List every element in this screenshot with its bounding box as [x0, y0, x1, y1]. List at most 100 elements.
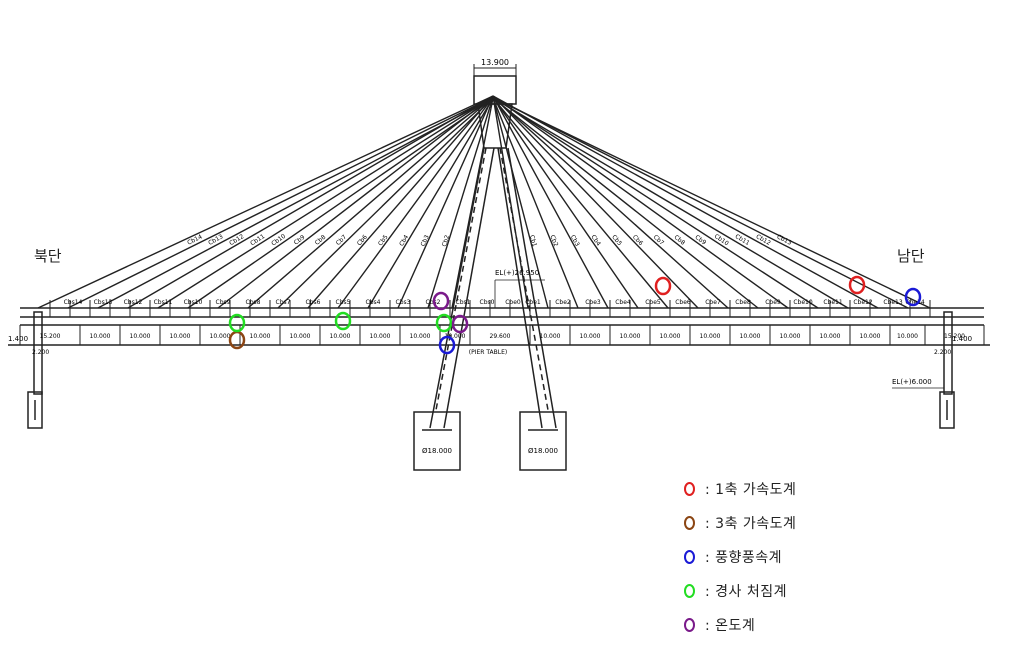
cable-line	[492, 96, 639, 309]
sensor-circle-icon	[435, 313, 453, 333]
cable-anchor-label: Cbs0	[480, 299, 495, 306]
elevation-top-label: EL(+)26.950	[495, 269, 539, 277]
sensor-circle-icon	[654, 276, 672, 296]
cable-line	[492, 95, 879, 309]
sensor-circle-icon	[432, 291, 450, 311]
cable-anchor-label: Cbs14	[64, 299, 83, 306]
span-label: 15.200	[944, 333, 965, 340]
span-label: 10.000	[700, 333, 721, 340]
cable-line	[307, 95, 494, 309]
cable-anchor-label: Cbe4	[615, 299, 631, 306]
tower-width-label: 13.900	[481, 58, 509, 67]
cable-anchor-label: Cbe9	[765, 299, 781, 306]
legend-item-tilt: : 경사 처짐계	[684, 574, 796, 608]
cable-name-label: Cb8	[673, 234, 687, 247]
span-label: 10.000	[410, 333, 431, 340]
span-label: 10.000	[740, 333, 761, 340]
cable-anchor-label: Cbe14	[905, 299, 925, 306]
cable-line	[492, 97, 849, 309]
legend-item-accel-1axis: : 1축 가속도계	[684, 472, 796, 506]
span-label: 10.000	[290, 333, 311, 340]
cable-anchor-label: Cbe10	[793, 299, 813, 306]
span-label: 10.000	[660, 333, 681, 340]
circle-icon	[684, 516, 695, 530]
span-label: 10.000	[90, 333, 111, 340]
span-label: 29.600	[490, 333, 511, 340]
cable-name-label: Cb2	[548, 234, 559, 248]
cable-anchor-label: Cbe2	[555, 299, 571, 306]
cable-name-label: Cb3	[569, 234, 581, 248]
cable-anchor-label: Cbs8	[246, 299, 261, 306]
circle-icon	[684, 618, 695, 632]
cable-line	[367, 97, 494, 309]
cable-anchor-label: Cbe7	[705, 299, 721, 306]
deck-segments	[19, 300, 985, 345]
cable-line	[492, 97, 759, 309]
cable-anchor-label: Cbs4	[366, 299, 381, 306]
span-label: 10.000	[897, 333, 918, 340]
cable-anchor-label: Cbs1	[456, 299, 471, 306]
circle-icon	[684, 550, 695, 564]
span-label: 10.000	[540, 333, 561, 340]
footing-left	[413, 411, 461, 471]
circle-icon	[684, 584, 695, 598]
north-end-label: 북단	[34, 247, 62, 265]
cable-anchor-label: Cbe5	[645, 299, 661, 306]
sensor-circle-icon	[228, 313, 246, 333]
cable-name-label: Cb1	[528, 234, 538, 247]
cable-anchor-label: Cbs5	[336, 299, 351, 306]
cable-name-label: Cb2	[441, 234, 451, 248]
cable-anchor-label: Cbs13	[94, 299, 113, 306]
pylon	[429, 75, 557, 429]
cable-line	[492, 96, 819, 309]
sensor-circle-icon	[848, 275, 866, 295]
legend-label: : 3축 가속도계	[705, 516, 797, 532]
cable-line	[492, 97, 669, 309]
cable-anchor-label: Cbs6	[306, 299, 321, 306]
cable-anchor-label: Cbe0	[505, 299, 521, 306]
cable-line	[492, 95, 789, 309]
span-label: 10.000	[620, 333, 641, 340]
span-label: 10.000	[130, 333, 151, 340]
cable-name-label: Cb3	[420, 234, 431, 248]
span-label: 10.000	[580, 333, 601, 340]
cable-line	[397, 95, 494, 309]
deck	[8, 307, 990, 346]
span-label: 10.000	[250, 333, 271, 340]
cable-anchor-label: Cbe3	[585, 299, 601, 306]
span-label: 10.000	[370, 333, 391, 340]
cable-line	[492, 95, 699, 309]
span-dimensions: 15.200 10.000 10.000 10.000 10.000 10.000 10.0…	[40, 333, 966, 340]
cable-name-label: Cb6	[631, 234, 644, 247]
legend-label: : 온도계	[705, 618, 756, 634]
cable-line	[217, 95, 494, 309]
cable-anchor-label: Cbs3	[396, 299, 411, 306]
span-label: 10.000	[445, 333, 466, 340]
footing-left-label: Ø18.000	[422, 447, 452, 455]
span-label: 10.000	[860, 333, 881, 340]
legend-label: : 풍향풍속계	[705, 550, 783, 566]
cable-anchor-label: Cbe6	[675, 299, 691, 306]
sensor-markers	[228, 275, 922, 355]
cable-line	[247, 96, 494, 309]
cable-line	[67, 96, 494, 309]
cable-line	[492, 97, 931, 309]
cable-anchor-label: Cbs7	[276, 299, 291, 306]
cable-line	[127, 95, 494, 309]
span-label: 10.000	[330, 333, 351, 340]
stay-cables	[37, 95, 931, 309]
cable-line	[337, 96, 494, 309]
right-sub-label: 2.200	[934, 349, 951, 356]
cable-line	[492, 96, 909, 309]
cable-name-label: Cb7	[335, 234, 348, 247]
cable-line	[492, 97, 579, 309]
span-label: 10.000	[820, 333, 841, 340]
tower-width-dim	[473, 64, 517, 76]
legend-item-accel-3axis: : 3축 가속도계	[684, 506, 796, 540]
span-label: 10.000	[170, 333, 191, 340]
south-end-label: 남단	[897, 247, 925, 265]
legend-label: : 1축 가속도계	[705, 482, 797, 498]
cable-line	[492, 96, 549, 309]
